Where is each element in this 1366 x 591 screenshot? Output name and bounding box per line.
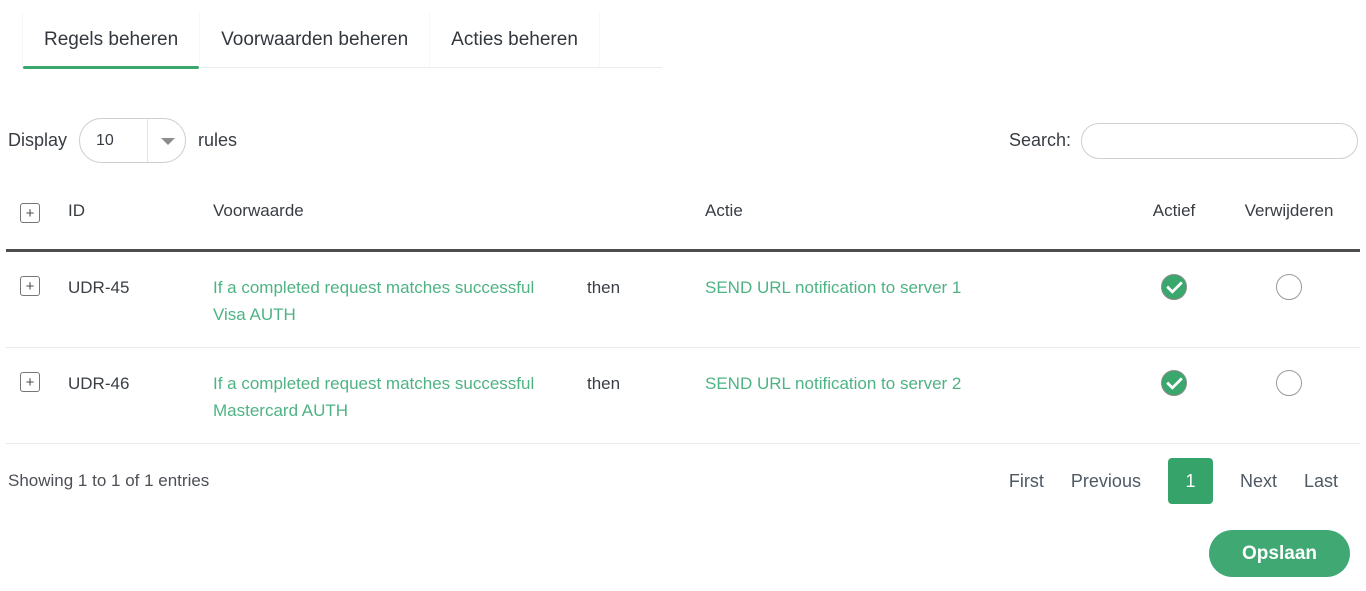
header-expand-cell: + — [20, 163, 68, 249]
tab-bar: Regels beheren Voorwaarden beheren Actie… — [22, 12, 662, 69]
action-link[interactable]: SEND URL notification to server 1 — [705, 278, 962, 297]
search-control: Search: — [1008, 122, 1358, 159]
tab-voorwaarden-beheren[interactable]: Voorwaarden beheren — [200, 12, 431, 67]
rules-management-page: Regels beheren Voorwaarden beheren Actie… — [0, 0, 1366, 577]
condition-cell: If a completed request matches successfu… — [213, 252, 587, 347]
pagination-current-page[interactable]: 1 — [1167, 458, 1213, 504]
tab-label: Voorwaarden beheren — [221, 29, 409, 50]
showing-entries-text: Showing 1 to 1 of 1 entries — [8, 471, 210, 490]
condition-cell: If a completed request matches successfu… — [213, 348, 587, 443]
table-footer: Showing 1 to 1 of 1 entries First Previo… — [6, 458, 1360, 504]
tab-label: Regels beheren — [44, 29, 179, 50]
table-row: + UDR-46 If a completed request matches … — [6, 348, 1360, 444]
chevron-down-icon — [161, 137, 176, 145]
check-circle-icon[interactable] — [1161, 370, 1187, 396]
radio-circle-icon[interactable] — [1276, 370, 1302, 396]
condition-link[interactable]: If a completed request matches successfu… — [213, 374, 535, 420]
page-size-select[interactable]: 10 — [79, 118, 187, 163]
search-label: Search: — [1008, 130, 1071, 150]
display-label: Display — [8, 130, 68, 150]
pagination-first[interactable]: First — [1008, 470, 1044, 491]
active-cell — [1130, 348, 1218, 443]
page-size-control: Display 10 rules — [8, 118, 237, 163]
pagination: First Previous 1 Next Last — [1009, 458, 1358, 504]
then-label: then — [587, 374, 621, 393]
header-actief: Actief — [1152, 201, 1196, 220]
plus-box-icon[interactable]: + — [20, 372, 40, 392]
search-input[interactable] — [1081, 122, 1358, 159]
save-row: Opslaan — [6, 530, 1360, 577]
expand-cell: + — [20, 252, 68, 347]
pagination-last[interactable]: Last — [1303, 470, 1338, 491]
tab-acties-beheren[interactable]: Acties beheren — [430, 12, 600, 67]
radio-circle-icon[interactable] — [1276, 274, 1302, 300]
delete-cell — [1218, 348, 1360, 443]
active-cell — [1130, 252, 1218, 347]
action-cell: SEND URL notification to server 1 — [705, 252, 1130, 347]
header-verwijderen: Verwijderen — [1244, 201, 1334, 220]
tab-label: Acties beheren — [451, 29, 578, 50]
check-circle-icon[interactable] — [1161, 274, 1187, 300]
expand-cell: + — [20, 348, 68, 443]
then-label: then — [587, 278, 621, 297]
rules-label: rules — [198, 130, 238, 150]
condition-link[interactable]: If a completed request matches successfu… — [213, 278, 535, 324]
pagination-previous[interactable]: Previous — [1070, 470, 1141, 491]
plus-box-icon[interactable]: + — [20, 203, 40, 223]
plus-glyph: + — [25, 373, 35, 391]
divider — [147, 119, 149, 162]
header-actie: Actie — [705, 201, 743, 220]
rule-id: UDR-45 — [68, 278, 130, 297]
plus-glyph: + — [25, 204, 35, 222]
tab-regels-beheren[interactable]: Regels beheren — [22, 12, 201, 69]
header-spacer — [587, 163, 705, 249]
plus-glyph: + — [25, 277, 35, 295]
delete-cell — [1218, 252, 1360, 347]
save-button[interactable]: Opslaan — [1209, 530, 1350, 577]
action-cell: SEND URL notification to server 2 — [705, 348, 1130, 443]
header-voorwaarde: Voorwaarde — [213, 201, 304, 220]
rule-id: UDR-46 — [68, 374, 130, 393]
table-controls: Display 10 rules Search: — [6, 118, 1360, 163]
table-header-row: + ID Voorwaarde Actie Actief Verwijderen — [6, 163, 1360, 252]
table-row: + UDR-45 If a completed request matches … — [6, 252, 1360, 348]
action-link[interactable]: SEND URL notification to server 2 — [705, 374, 962, 393]
page-size-value: 10 — [96, 131, 114, 149]
plus-box-icon[interactable]: + — [20, 276, 40, 296]
pagination-next[interactable]: Next — [1239, 470, 1277, 491]
header-id: ID — [68, 201, 85, 220]
